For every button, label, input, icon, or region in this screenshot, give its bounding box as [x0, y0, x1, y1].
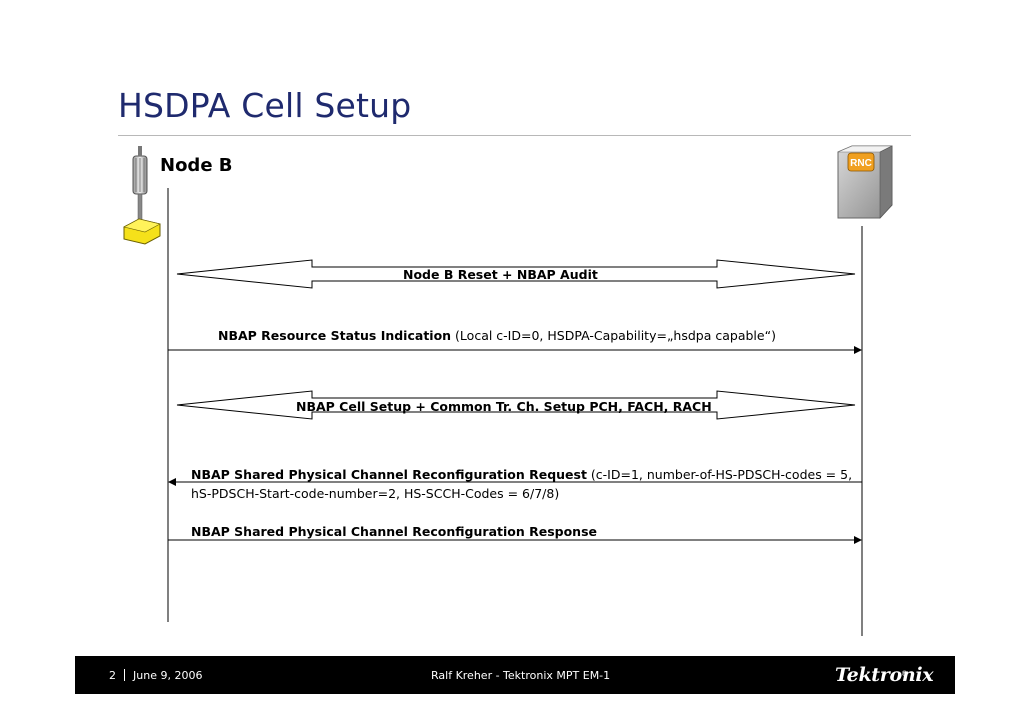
slide-footer: 2 June 9, 2006 Ralf Kreher - Tektronix MP… — [75, 656, 955, 694]
message-reconfig-request: NBAP Shared Physical Channel Reconfigura… — [191, 465, 861, 503]
title-divider — [118, 135, 911, 136]
tektronix-logo: Tektronix — [835, 664, 934, 686]
message-resource-status: NBAP Resource Status Indication (Local c… — [218, 326, 776, 345]
slide-title: HSDPA Cell Setup — [118, 86, 412, 125]
cell-setup-double-arrow — [176, 390, 856, 420]
message-bold-text: NBAP Shared Physical Channel Reconfigura… — [191, 467, 587, 482]
reset-audit-double-arrow — [176, 259, 856, 289]
reconfig-request-arrowhead — [168, 478, 176, 486]
node-b-label: Node B — [160, 155, 233, 176]
rnc-label: RNC — [850, 158, 872, 169]
message-bold-text: NBAP Resource Status Indication — [218, 328, 452, 343]
footer-date: June 9, 2006 — [133, 669, 203, 682]
footer-separator — [124, 669, 125, 681]
reconfig-response-arrowhead — [854, 536, 862, 544]
registered-mark: ® — [901, 670, 908, 678]
footer-author: Ralf Kreher - Tektronix MPT EM-1 — [431, 669, 611, 682]
message-reconfig-response: NBAP Shared Physical Channel Reconfigura… — [191, 522, 597, 541]
message-normal-text: (Local c-ID=0, HSDPA-Capability=„hsdpa c… — [451, 328, 776, 343]
footer-left: 2 June 9, 2006 — [109, 669, 202, 682]
resource-status-arrowhead — [854, 346, 862, 354]
message-normal-text: (c-ID=1, number-of-HS-PDSCH-codes = 5, h… — [191, 467, 853, 501]
message-cell-setup: NBAP Cell Setup + Common Tr. Ch. Setup P… — [296, 397, 712, 416]
message-bold-text: NBAP Shared Physical Channel Reconfigura… — [191, 524, 597, 539]
message-bold-text: NBAP Cell Setup + Common Tr. Ch. Setup P… — [296, 399, 712, 414]
node-b-antenna-icon — [123, 146, 161, 245]
page-number: 2 — [109, 669, 116, 682]
rnc-icon: RNC — [837, 145, 893, 219]
message-reset-audit: Node B Reset + NBAP Audit — [403, 265, 598, 284]
message-bold-text: Node B Reset + NBAP Audit — [403, 267, 598, 282]
